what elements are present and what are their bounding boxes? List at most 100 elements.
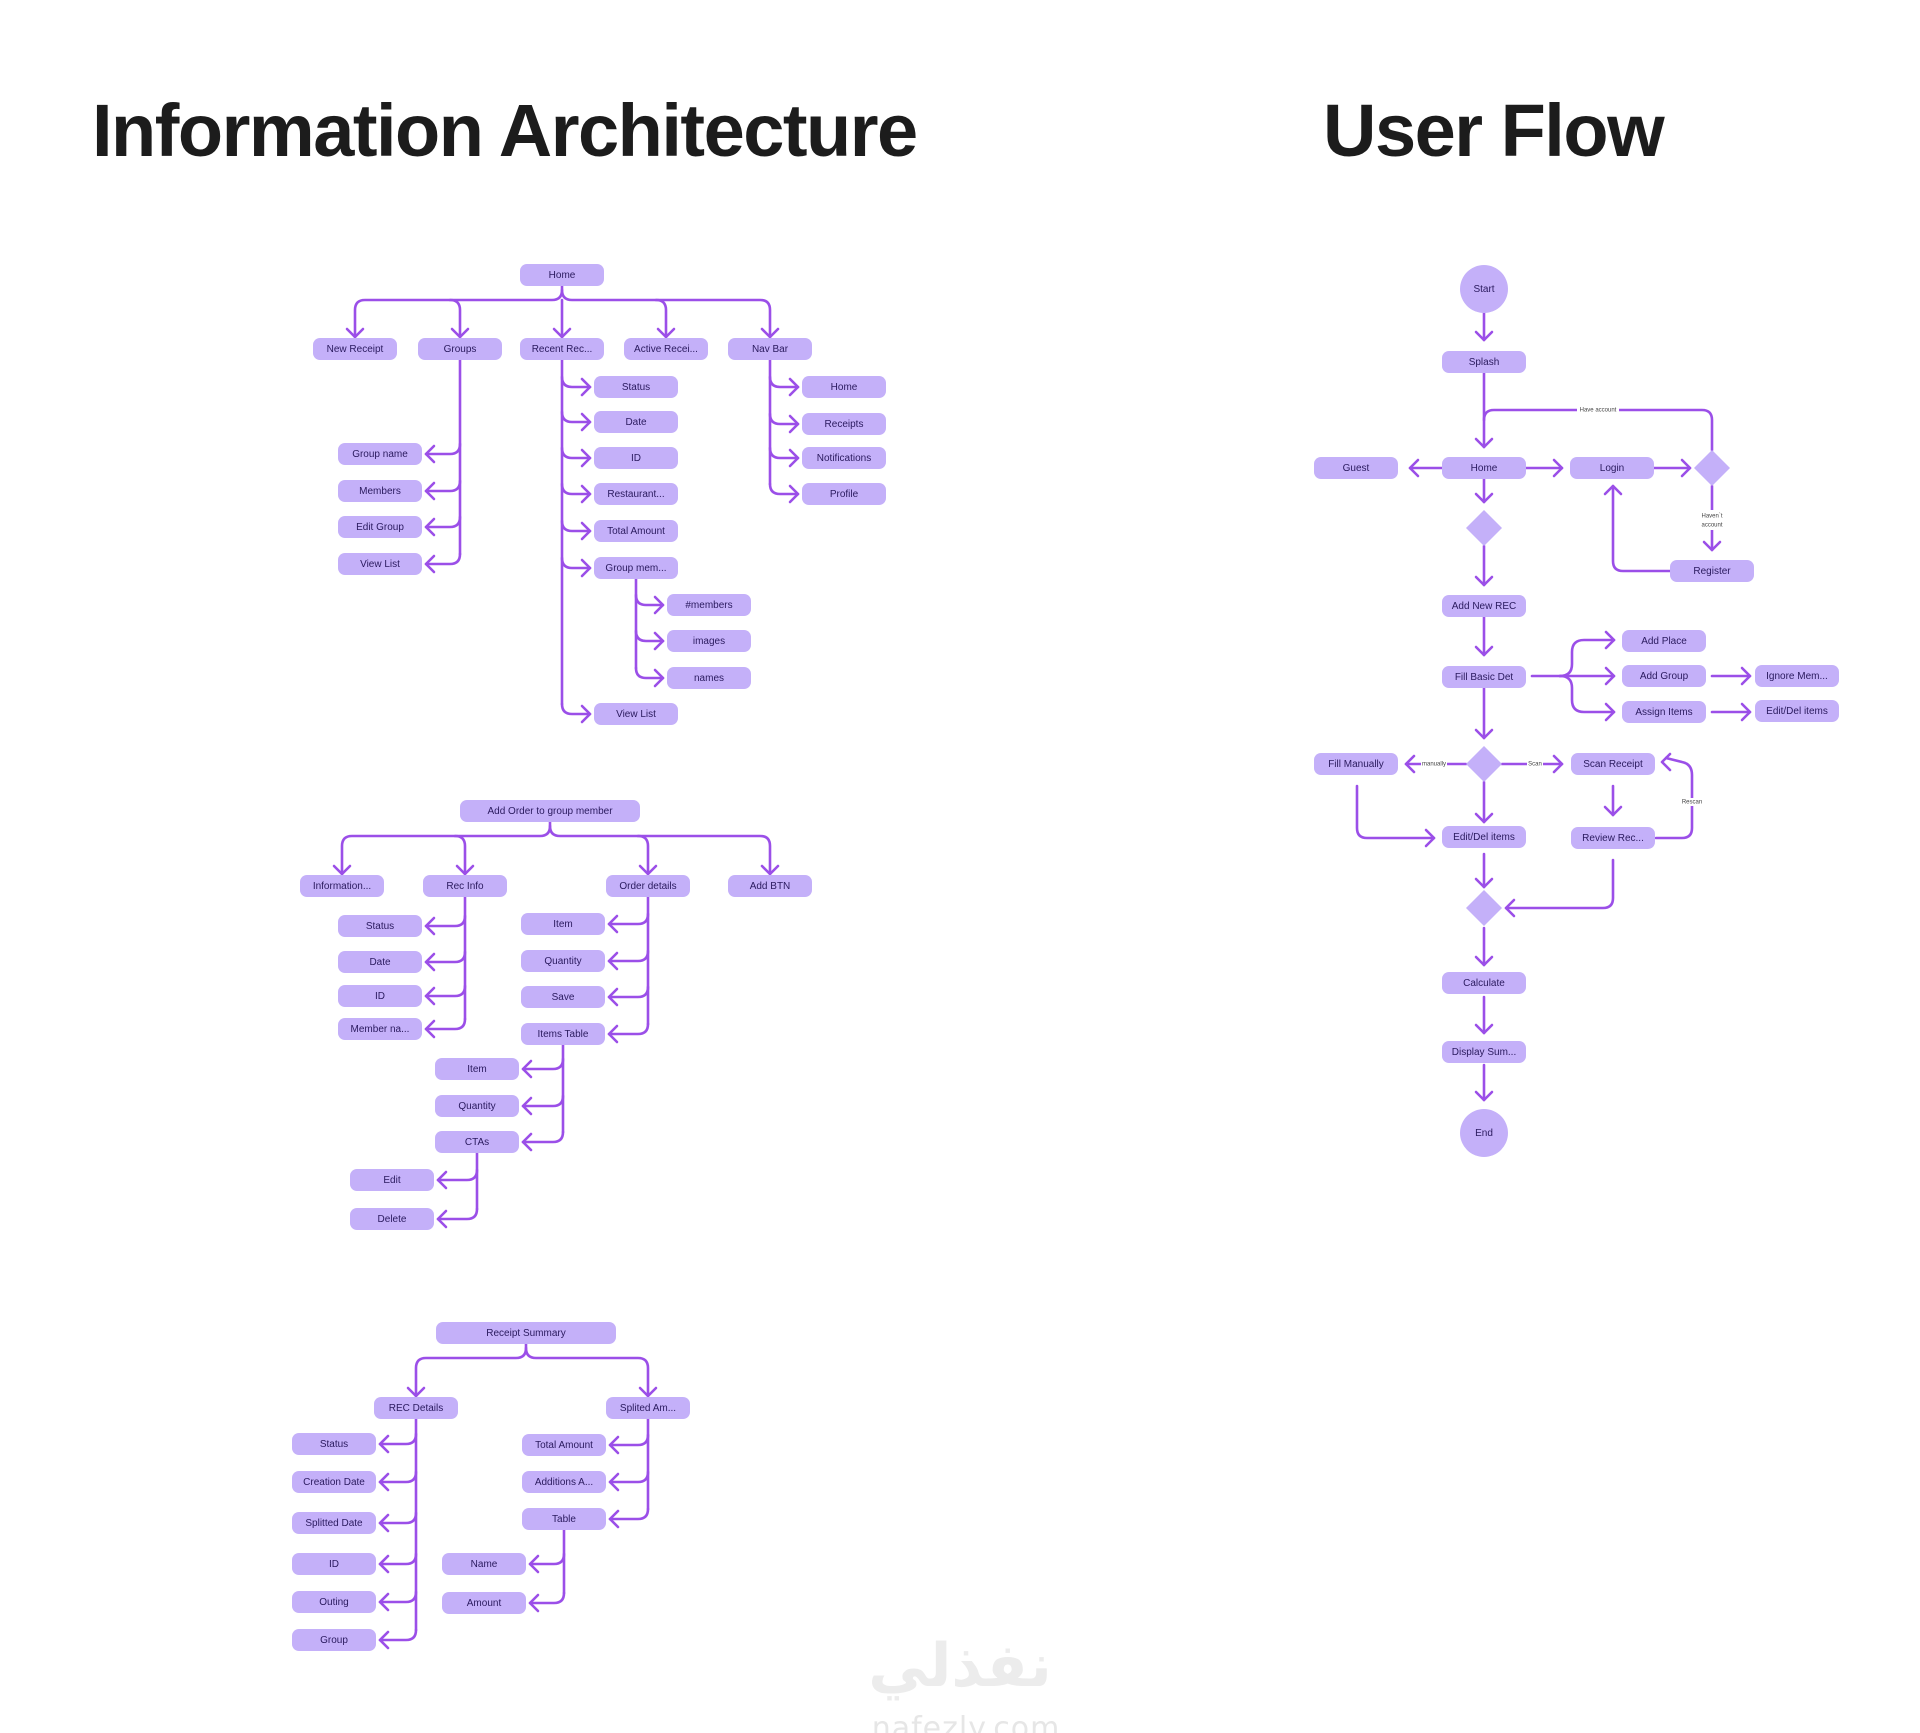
branch-connector [524, 1346, 650, 1398]
arrow-head [1680, 458, 1692, 478]
node-ia-home-group-members-2: names [667, 667, 751, 689]
node-ia-order-children-1-label: Rec Info [446, 881, 484, 892]
node-flow-add-new-rec-label: Add New REC [1452, 601, 1516, 612]
node-flow-start-label: Start [1473, 284, 1494, 295]
node-ia-order-items-table-2-box [435, 1131, 519, 1153]
branch-connector [448, 298, 462, 339]
node-ia-order-items-table-0: Item [435, 1058, 519, 1080]
node-flow-splash-box [1442, 351, 1526, 373]
node-flow-ignore-mem-box [1755, 665, 1839, 687]
node-ia-summary-table-1-label: Amount [467, 1598, 502, 1609]
arrow-head [1702, 540, 1722, 552]
arrow-head [1474, 1090, 1494, 1102]
node-ia-home-nav-bar-1: Receipts [802, 413, 886, 435]
node-ia-home-children-0: New Receipt [313, 338, 397, 360]
arrow-head [1408, 458, 1420, 478]
node-flow-home-label: Home [1471, 463, 1498, 474]
arrow-head [1474, 728, 1494, 740]
connector [1355, 784, 1436, 840]
node-ia-home-groups-3-box [338, 553, 422, 575]
node-ia-order-items-table-1-box [435, 1095, 519, 1117]
node-flow-guest-label: Guest [1343, 463, 1370, 474]
arrow-head [760, 327, 780, 339]
node-flow-calculate-box [1442, 972, 1526, 994]
spine-connector [521, 1094, 565, 1108]
node-ia-summary-rec-details-1-box [292, 1471, 376, 1493]
node-ia-summary-splited-2-box [522, 1508, 606, 1530]
arrow-head [424, 517, 436, 537]
spine-connector [528, 1552, 566, 1566]
arrow-head [521, 1096, 533, 1116]
spine-connector [560, 482, 592, 496]
node-flow-display-sum-label: Display Sum... [1452, 1047, 1516, 1058]
node-ia-order-rec-info-2: ID [338, 985, 422, 1007]
arrow-head [332, 864, 352, 876]
node-ia-home-recent-3-box [594, 483, 678, 505]
node-ia-home-nav-bar-3-label: Profile [830, 489, 859, 500]
node-ia-summary-rec-details-0-label: Status [320, 1439, 348, 1450]
spine-connector [424, 984, 467, 998]
information-architecture-heading: Information Architecture [92, 89, 918, 172]
label-manually: manually [1422, 762, 1446, 768]
spine-connector [607, 1022, 650, 1036]
spine-connector [521, 1057, 565, 1071]
spine-connector [608, 1433, 650, 1447]
node-ia-home-nav-bar-3-box [802, 483, 886, 505]
node-ia-summary-rec-details-5-label: Group [320, 1635, 348, 1646]
node-flow-register: Register [1670, 560, 1754, 582]
node-ia-order-children-0-box [300, 875, 384, 897]
connector [1558, 638, 1616, 678]
arrow-head [580, 558, 592, 578]
spine-connector [424, 1017, 467, 1031]
node-ia-summary-rec-details-3-box [292, 1553, 376, 1575]
node-ia-summary-table-1-box [442, 1592, 526, 1614]
node-ia-home-nav-bar-0-box [802, 376, 886, 398]
node-ia-order-children-2-label: Order details [619, 881, 676, 892]
spine-connector [560, 556, 592, 570]
node-flow-display-sum: Display Sum... [1442, 1041, 1526, 1063]
node-ia-home-children-2-label: Recent Rec... [532, 344, 593, 355]
connector-label-backdrop [1577, 406, 1619, 414]
node-flow-add-group: Add Group [1622, 665, 1706, 687]
node-ia-order-children-0: Information... [300, 875, 384, 897]
decision-input-method [1466, 746, 1502, 782]
node-ia-summary-splited-2: Table [522, 1508, 606, 1530]
node-flow-add-new-rec: Add New REC [1442, 595, 1526, 617]
spine-connector [424, 552, 462, 566]
arrow-head [653, 631, 665, 651]
arrow-head [528, 1593, 540, 1613]
node-ia-home-recent-4-box [594, 520, 678, 542]
node-ia-summary-splited-1-box [522, 1471, 606, 1493]
arrow-head [406, 1386, 426, 1398]
spine-connector [768, 482, 800, 496]
connector [1558, 674, 1616, 714]
node-flow-scan-receipt-label: Scan Receipt [1583, 759, 1643, 770]
watermark-arabic: نفذلي [868, 1631, 1052, 1701]
node-flow-edit-del-box [1442, 826, 1526, 848]
arrow-head [1474, 330, 1494, 342]
arrow-head [608, 1472, 620, 1492]
arrow-head [424, 986, 436, 1006]
node-flow-guest: Guest [1314, 457, 1398, 479]
node-ia-home-root-box [520, 264, 604, 286]
watermark: نفذلي nafezly.com [868, 1631, 1061, 1733]
node-ia-order-children-1: Rec Info [423, 875, 507, 897]
spine-connector [560, 410, 592, 424]
node-ia-summary-rec-details-1-label: Creation Date [303, 1477, 365, 1488]
node-ia-order-rec-info-2-box [338, 985, 422, 1007]
node-flow-home: Home [1442, 457, 1526, 479]
arrow-head [788, 414, 800, 434]
arrow-head [345, 327, 365, 339]
arrow-head [1603, 805, 1623, 817]
node-ia-home-groups-2-box [338, 516, 422, 538]
branch-connector [353, 284, 564, 339]
node-ia-home-recent-1-box [594, 411, 678, 433]
node-ia-order-order-details-2-label: Save [552, 992, 575, 1003]
watermark-latin: nafezly.com [872, 1711, 1061, 1733]
node-ia-order-order-details-0: Item [521, 913, 605, 935]
node-flow-assign-items: Assign Items [1622, 701, 1706, 723]
node-ia-home-children-1: Groups [418, 338, 502, 360]
node-ia-home-children-4-box [728, 338, 812, 360]
node-ia-order-items-table-1: Quantity [435, 1095, 519, 1117]
